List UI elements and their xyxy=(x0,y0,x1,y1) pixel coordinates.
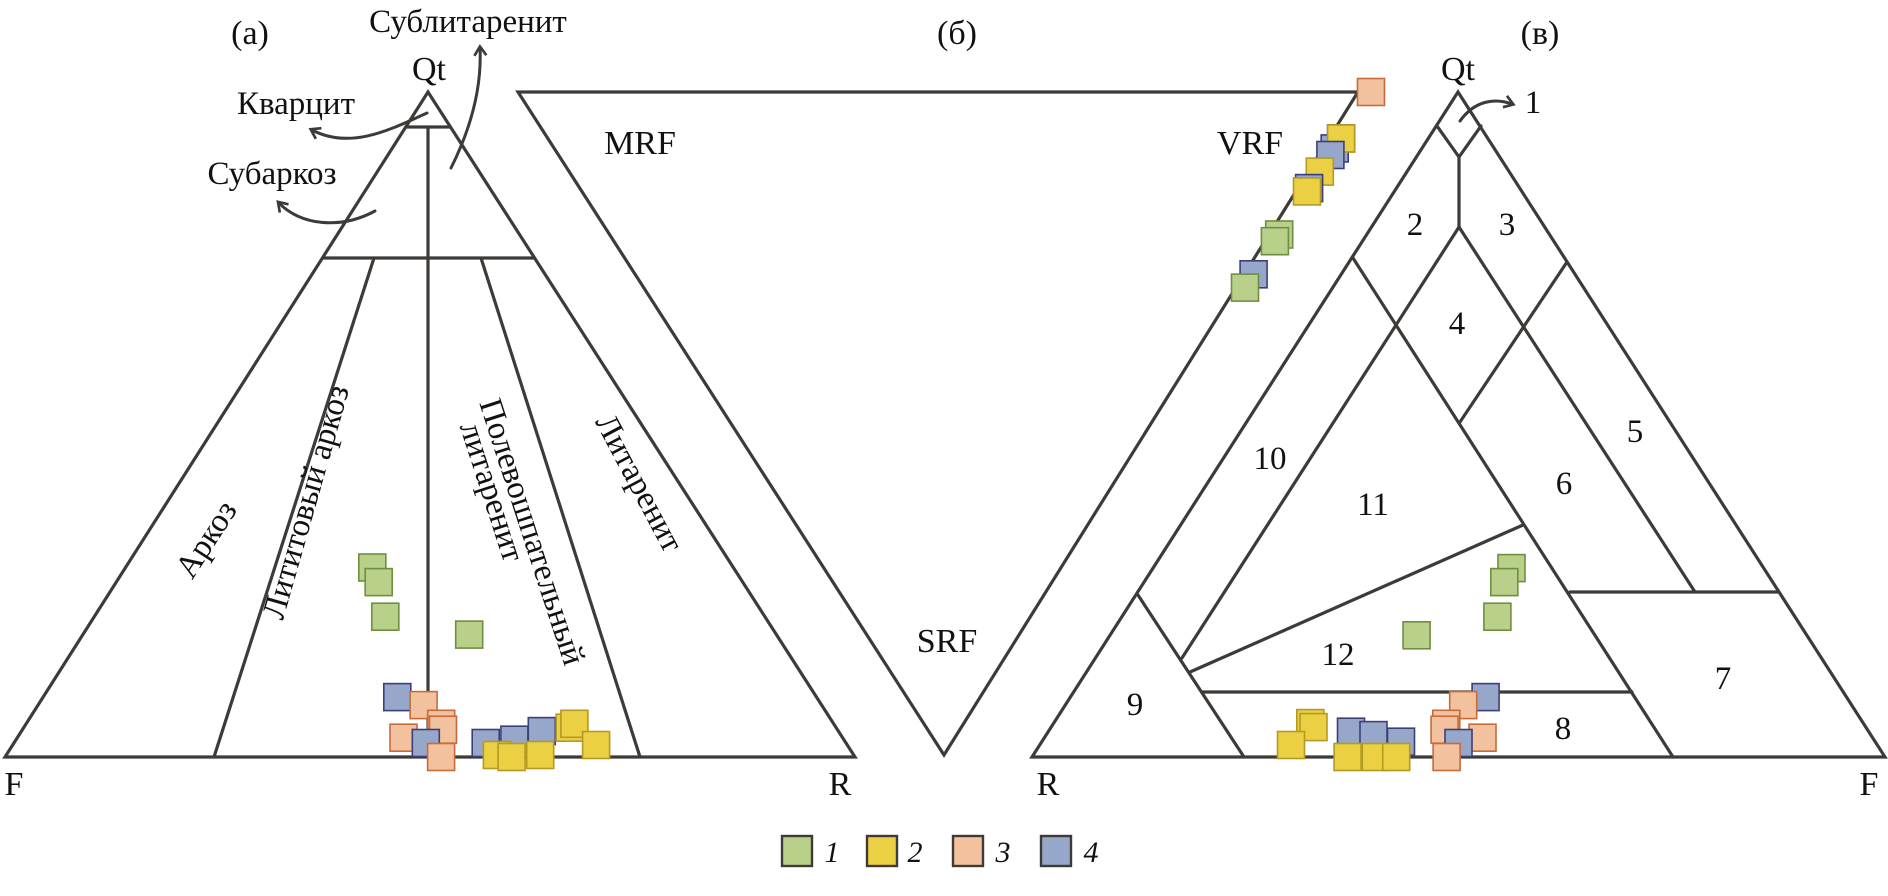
vertex-f-a: F xyxy=(5,766,24,803)
panel-a-points xyxy=(357,553,611,772)
panel-c-line-inner-diag xyxy=(1351,256,1675,759)
vertex-qt-a: Qt xyxy=(412,51,447,88)
arrow-subarkose xyxy=(276,200,377,225)
field-sublitharenite: Сублитаренит xyxy=(369,4,567,40)
panel-b-triangle xyxy=(515,90,1361,758)
point-a-1-group-1 xyxy=(364,567,394,597)
point-a-19-group-2 xyxy=(581,730,611,760)
legend-swatch-2 xyxy=(865,834,899,868)
point-a-4-group-4 xyxy=(382,682,412,712)
field-lithic-arkose: Лититовый аркоз xyxy=(256,381,357,623)
point-c-17-group-2 xyxy=(1333,742,1362,772)
panel-c-points xyxy=(1276,553,1526,772)
legend: 1 2 3 4 xyxy=(780,834,1099,869)
point-c-3-group-1 xyxy=(1402,620,1431,650)
field-quartzite: Кварцит xyxy=(237,86,355,122)
field-label-3: 3 xyxy=(1499,207,1516,243)
point-b-0-group-3 xyxy=(1356,77,1386,107)
arrow-sublitharenite xyxy=(449,44,488,170)
panel-a-line-right-inner xyxy=(479,256,642,759)
vertex-r-a: R xyxy=(829,766,852,803)
panel-a-line-left-inner xyxy=(212,256,376,759)
panel-c-line-10-11 xyxy=(1180,225,1461,660)
field-arkose: Аркоз xyxy=(169,494,245,584)
field-label-11: 11 xyxy=(1357,487,1389,523)
legend-label-2: 2 xyxy=(908,836,923,869)
panel-label-a: (а) xyxy=(231,15,269,52)
field-label-12: 12 xyxy=(1322,637,1355,673)
point-a-18-group-2 xyxy=(560,709,589,739)
panel-label-b: (б) xyxy=(937,15,977,52)
vertex-qt-c: Qt xyxy=(1441,51,1476,88)
field-label-1: 1 xyxy=(1525,85,1542,121)
legend-swatch-3 xyxy=(951,834,985,868)
field-label-7: 7 xyxy=(1715,661,1732,697)
vertex-mrf: MRF xyxy=(604,125,676,162)
arrow-field-1 xyxy=(1458,95,1516,123)
point-a-2-group-1 xyxy=(370,602,400,632)
point-c-10-group-3 xyxy=(1432,742,1461,772)
panel-label-c: (в) xyxy=(1521,15,1560,52)
field-subarkose: Субаркоз xyxy=(207,156,336,192)
field-litharenite: Литаренит xyxy=(588,408,690,558)
point-b-9-group-1 xyxy=(1260,226,1290,256)
panel-c-line-4-6 xyxy=(1457,225,1697,594)
panel-c: Qt R F 1 2 3 4 5 6 7 8 9 10 11 12 xyxy=(1029,51,1888,803)
point-a-3-group-1 xyxy=(454,620,484,649)
point-c-19-group-2 xyxy=(1381,742,1411,772)
panel-c-line-9 xyxy=(1136,593,1246,759)
legend-swatch-4 xyxy=(1039,834,1073,868)
point-c-8-group-3 xyxy=(1468,723,1497,753)
field-label-5: 5 xyxy=(1627,414,1644,450)
vertex-r-c: R xyxy=(1037,766,1060,803)
field-label-4: 4 xyxy=(1449,306,1466,342)
point-c-2-group-1 xyxy=(1483,602,1512,632)
panel-a-triangle xyxy=(2,89,858,759)
legend-label-1: 1 xyxy=(825,836,840,869)
legend-swatch-1 xyxy=(780,834,814,868)
point-b-11-group-1 xyxy=(1230,273,1260,302)
panel-a: Qt F R Кварцит Субаркоз Сублитаренит Арк… xyxy=(2,4,858,803)
arrow-quartzite xyxy=(308,111,429,140)
vertex-vrf: VRF xyxy=(1217,125,1283,162)
point-b-7-group-2 xyxy=(1292,177,1322,206)
point-a-15-group-2 xyxy=(497,742,526,772)
vertex-srf: SRF xyxy=(917,623,978,660)
point-a-10-group-3 xyxy=(426,742,456,772)
panel-b-points xyxy=(1230,77,1386,302)
point-c-1-group-1 xyxy=(1490,567,1519,597)
field-label-6: 6 xyxy=(1556,466,1573,502)
field-label-8: 8 xyxy=(1555,711,1572,747)
field-label-10: 10 xyxy=(1254,441,1287,477)
legend-label-3: 3 xyxy=(995,836,1011,869)
field-label-2: 2 xyxy=(1407,207,1424,243)
panel-b: MRF VRF SRF xyxy=(515,77,1386,758)
panel-c-line-11-12 xyxy=(1188,523,1525,674)
point-a-13-group-4 xyxy=(527,716,557,746)
point-a-16-group-2 xyxy=(525,740,555,770)
legend-label-4: 4 xyxy=(1084,836,1099,869)
point-c-16-group-2 xyxy=(1276,730,1306,760)
field-label-9: 9 xyxy=(1127,687,1144,723)
panel-c-line-3-5 xyxy=(1458,260,1569,424)
panel-c-diamond xyxy=(1435,124,1483,160)
vertex-f-c: F xyxy=(1860,766,1879,803)
